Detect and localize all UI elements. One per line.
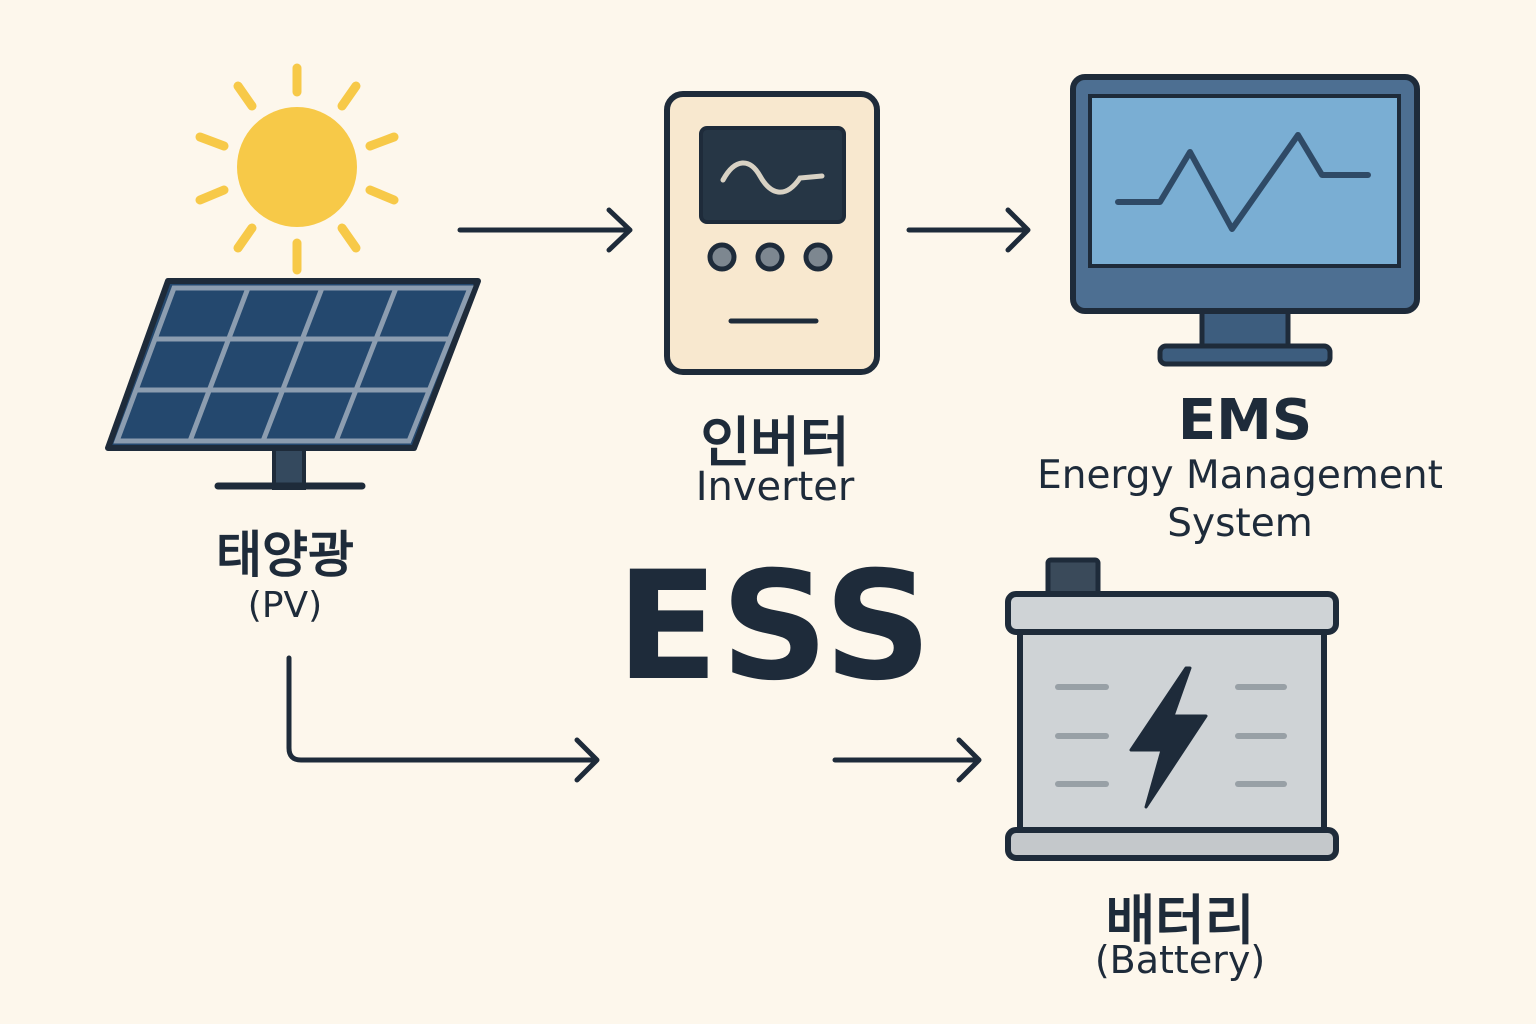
- battery-icon: [1005, 557, 1339, 861]
- ems-label-abbr: EMS: [1177, 388, 1313, 453]
- sun-icon: [195, 63, 399, 275]
- arrow-pv-to-battery: [286, 655, 982, 783]
- monitor-icon: [1070, 74, 1420, 367]
- inverter-icon: [664, 91, 880, 375]
- center-title: ESS: [616, 540, 934, 714]
- ems-label-full: Energy Management System: [1037, 453, 1443, 546]
- lightning-bolt-icon: [1129, 666, 1208, 809]
- arrow-pv-to-inverter: [457, 207, 633, 253]
- inverter-label-korean: 인버터: [700, 411, 850, 474]
- arrow-inverter-to-ems: [906, 207, 1031, 253]
- solar-panel-icon: [105, 278, 481, 490]
- pv-label-korean: 태양광: [216, 526, 354, 584]
- battery-label-korean: 배터리: [1105, 889, 1255, 952]
- battery-label-english: (Battery): [1094, 938, 1266, 982]
- pv-label-english: (PV): [247, 585, 323, 626]
- inverter-label-english: Inverter: [695, 464, 855, 510]
